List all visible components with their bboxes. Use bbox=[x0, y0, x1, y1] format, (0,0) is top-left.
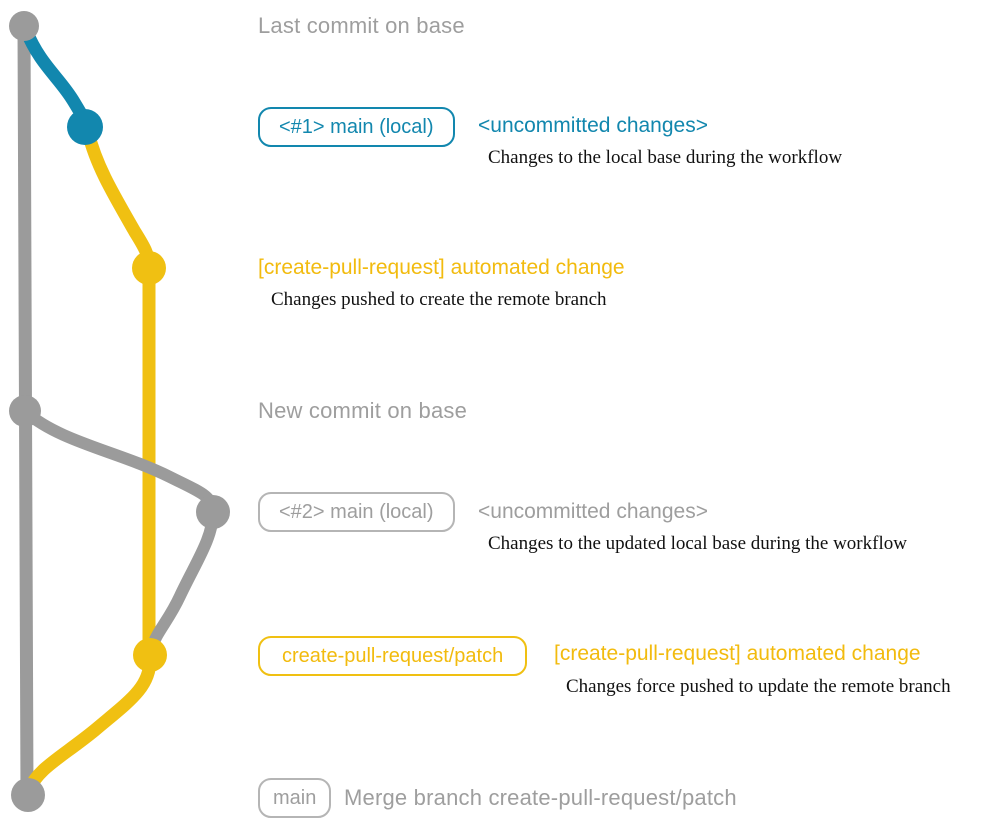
commit-node-merge bbox=[11, 778, 45, 812]
automated-change-label-1: [create-pull-request] automated change bbox=[258, 256, 625, 279]
commit-node-local-main-1 bbox=[67, 109, 103, 145]
automated-change-label-2: [create-pull-request] automated change bbox=[554, 642, 921, 665]
caption-updated-local-base-changes: Changes to the updated local base during… bbox=[488, 533, 907, 554]
uncommitted-changes-label-2: <uncommitted changes> bbox=[478, 500, 708, 523]
badge-patch-branch: create-pull-request/patch bbox=[258, 636, 528, 676]
patch-branch-line bbox=[81, 125, 156, 662]
caption-changes-pushed: Changes pushed to create the remote bran… bbox=[271, 289, 607, 310]
new-commit-label: New commit on base bbox=[258, 398, 468, 423]
caption-local-base-changes: Changes to the local base during the wor… bbox=[488, 147, 843, 168]
badge-main-local-1: <#1> main (local) bbox=[258, 107, 455, 147]
uncommitted-changes-label-1: <uncommitted changes> bbox=[478, 114, 708, 137]
commit-node-automated-change-1 bbox=[132, 251, 166, 285]
merge-branch-label: Merge branch create-pull-request/patch bbox=[344, 785, 737, 810]
branch-graph bbox=[9, 11, 230, 812]
merge-edge-line bbox=[22, 653, 157, 797]
commit-node-new-base bbox=[9, 395, 41, 427]
badge-main-local-2: <#2> main (local) bbox=[258, 492, 455, 532]
commit-node-local-main-2 bbox=[196, 495, 230, 529]
commit-node-automated-change-2 bbox=[133, 638, 167, 672]
updated-local-main-branch-line bbox=[20, 406, 220, 656]
commit-node-last-base bbox=[9, 11, 39, 41]
badge-main: main bbox=[258, 778, 332, 818]
caption-force-pushed: Changes force pushed to update the remot… bbox=[566, 676, 951, 697]
last-commit-label: Last commit on base bbox=[258, 13, 465, 38]
